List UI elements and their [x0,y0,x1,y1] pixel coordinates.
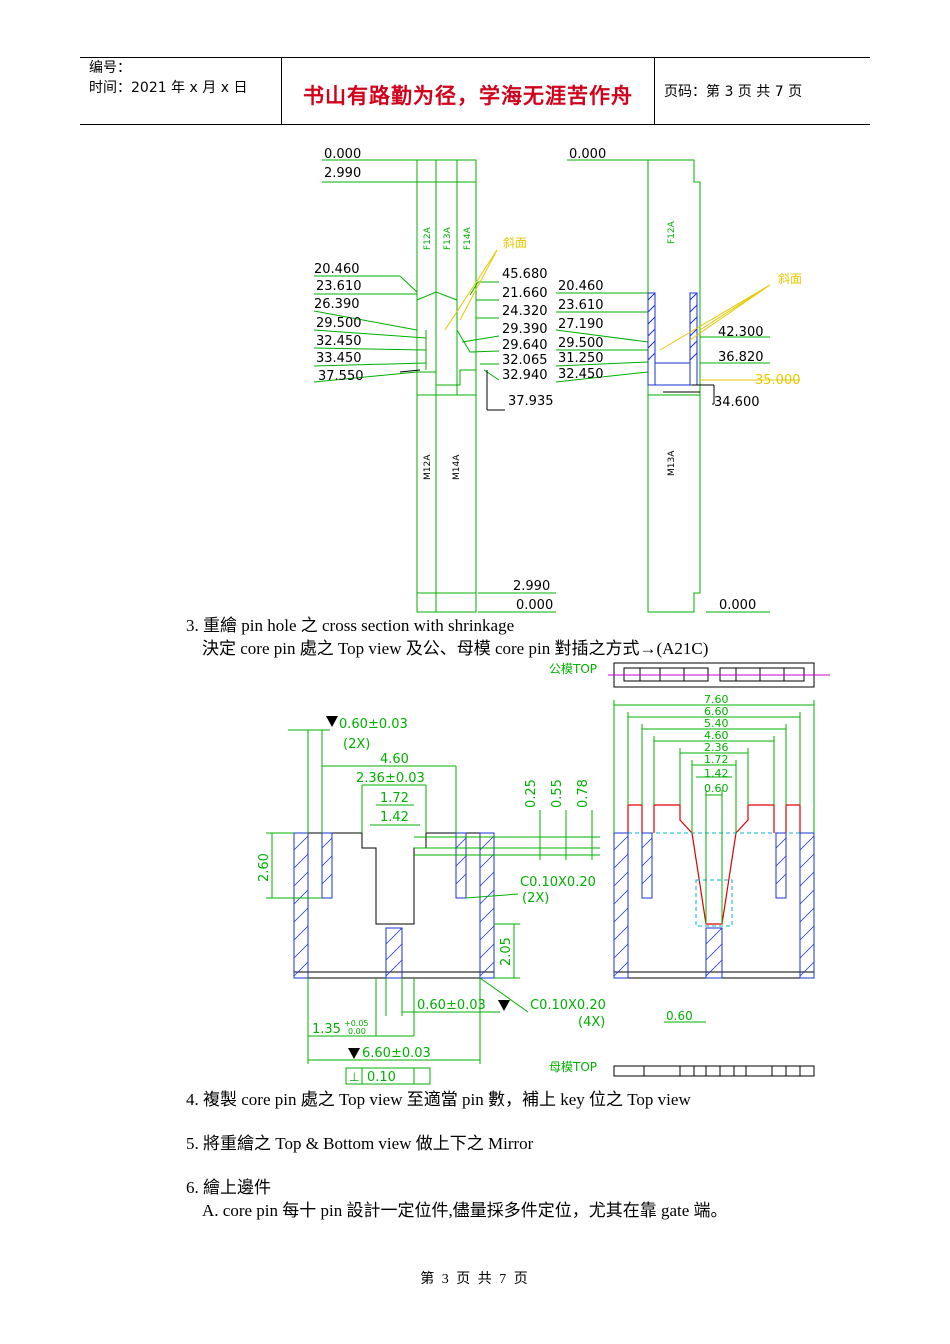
male-top-label: 公模TOP [549,662,597,676]
female-top-label: 母模TOP [549,1060,597,1074]
dim-right: 35.000 [755,373,801,388]
chamfer-count: (4X) [578,1015,605,1030]
chamfer-label: C0.10X0.20 [530,998,606,1013]
step-6a: A. core pin 每十 pin 設計一定位件,儘量採多件定位，尤其在靠 g… [202,1201,728,1220]
dim-v: 0.78 [576,779,591,808]
part-label: F12A [423,226,433,250]
dim-mid: 32.065 [502,353,548,368]
dim-width: 0.60 [704,782,729,795]
step-3-line1: 3. 重繪 pin hole 之 cross section with shri… [186,616,515,635]
dim-left: 33.450 [316,351,362,366]
dim-left: 32.450 [316,334,362,349]
dim-left: 20.460 [314,262,360,277]
perpendicular-icon: ⊥ [349,1070,359,1084]
dim-mid: 24.320 [502,304,548,319]
dim-mid: 29.640 [502,338,548,353]
page-indicator: 页码：第 3 页 共 7 页 [664,84,803,100]
dim-left: 23.610 [316,279,362,294]
dim-mid: 37.935 [508,394,554,409]
chamfer-count: (2X) [522,891,549,906]
dim-right-bottom: 0.60 [666,1009,693,1023]
dim-135: 1.35 [312,1022,341,1037]
triangle-marker [498,1000,510,1011]
part-label: M13A [667,450,677,476]
header-motto: 书山有路勤为径，学海无涯苦作舟 [303,84,633,108]
pin-hole-section-drawing: 公模TOP 母模TOP 0.60±0.03 (2X) 4.60 2.36±0.0… [257,662,830,1085]
part-label: F12A [667,220,677,244]
dim-bottom: 0.000 [516,598,553,613]
dim-width: 1.42 [704,767,729,780]
step-6: 6. 繪上邊件 [186,1178,271,1197]
bevel-label: 斜面 [778,272,802,286]
triangle-marker [326,716,338,727]
dim-width: 7.60 [704,693,729,706]
dim-v: 0.25 [524,779,539,808]
dim-060b: 0.60±0.03 [417,998,486,1013]
dim-172: 1.72 [380,791,409,806]
dim-bottom: 2.990 [513,579,550,594]
part-label: M14A [452,454,462,480]
dim-right-left: 23.610 [558,298,604,313]
dim-bottom: 0.000 [719,598,756,613]
flatness-value: 0.10 [367,1070,396,1085]
dim-right-left: 32.450 [558,367,604,382]
dim-135-tol: +0.05 [344,1019,369,1028]
dim-right-left: 20.460 [558,279,604,294]
chamfer-label: C0.10X0.20 [520,875,596,890]
header-divider [654,57,655,124]
step-5: 5. 將重繪之 Top & Bottom view 做上下之 Mirror [186,1134,534,1153]
dim-left: 37.550 [318,369,364,384]
dim-right: 34.600 [714,395,760,410]
dim-width: 6.60 [704,705,729,718]
dim-mid: 29.390 [502,322,548,337]
dim-135-tol: 0.00 [348,1027,366,1036]
dim-mid: 21.660 [502,286,548,301]
dim-mid: 45.680 [502,267,548,282]
dim-660: 6.60±0.03 [362,1046,431,1061]
part-label: F13A [443,226,453,250]
dim-left: 0.000 [324,147,361,162]
dim-left: 29.500 [316,316,362,331]
dim-v: 0.55 [550,779,565,808]
header-top-rule [80,57,870,58]
part-label: M12A [423,454,433,480]
dim-left: 26.390 [314,297,360,312]
dim-left: 2.990 [324,166,361,181]
dim-205: 2.05 [499,937,514,966]
dim-460: 4.60 [380,752,409,767]
dim-width: 5.40 [704,717,729,730]
dim-right: 42.300 [718,325,764,340]
dim-right: 36.820 [718,350,764,365]
step-4: 4. 複製 core pin 處之 Top view 至適當 pin 數，補上 … [186,1090,691,1109]
dim-right-left: 29.500 [558,336,604,351]
time-label: 时间：2021 年 x 月 x 日 [89,80,248,96]
step-3-line2: 決定 core pin 處之 Top view 及公、母模 core pin 對… [202,639,709,658]
triangle-marker [348,1048,360,1059]
dim-mid: 32.940 [502,368,548,383]
bevel-label: 斜面 [503,236,527,250]
page-footer: 第 3 页 共 7 页 [420,1272,530,1287]
header-bottom-rule [80,124,870,125]
dim-right-left: 31.250 [558,351,604,366]
part-label: F14A [463,226,473,250]
dim-142: 1.42 [380,810,409,825]
dim-right-left: 27.190 [558,317,604,332]
dim-260: 2.60 [257,853,272,882]
header-divider [281,57,282,124]
dim-width: 2.36 [704,741,729,754]
serial-label: 编号： [89,60,131,76]
dim-2x: (2X) [343,737,370,752]
dim-width: 1.72 [704,753,729,766]
dim-width: 4.60 [704,729,729,742]
mold-section-drawing: 0.000 2.990 20.460 23.610 26.390 29.500 … [313,147,802,613]
dim-060: 0.60±0.03 [339,717,408,732]
dim-236: 2.36±0.03 [356,771,425,786]
dim-right-top: 0.000 [569,147,606,162]
